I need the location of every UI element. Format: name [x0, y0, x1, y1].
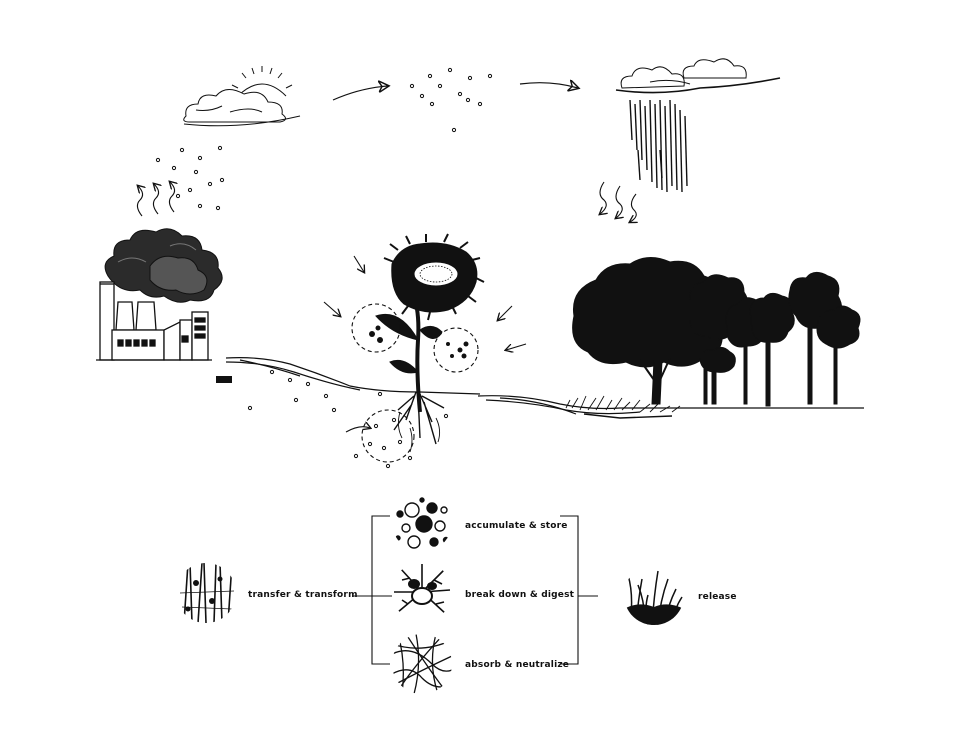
break-down-digest-icon [392, 562, 452, 622]
cell-zoom-circle [352, 304, 478, 462]
particles-icon [368, 418, 401, 449]
cloud-icon [616, 59, 780, 93]
trees-icon [573, 257, 860, 406]
cloud-icon [184, 89, 300, 125]
ground-line [478, 396, 864, 414]
arrow-icon [333, 86, 388, 100]
label-accumulate-store: accumulate & store [465, 521, 568, 531]
absorb-neutralize-icon [392, 634, 452, 694]
ground-line [226, 358, 480, 394]
arrow-icon [520, 83, 578, 88]
particles-icon [410, 68, 491, 131]
smoke-icon [105, 229, 222, 302]
pipe-icon [216, 376, 232, 383]
release-icon [624, 565, 684, 625]
label-transfer-transform: transfer & transform [248, 590, 358, 600]
arrow-icon [600, 182, 636, 222]
arrow-icon [137, 182, 174, 216]
particles-icon [156, 146, 223, 209]
transfer-transform-icon [176, 563, 236, 623]
sun-icon [232, 66, 292, 96]
accumulate-store-icon [392, 492, 452, 552]
label-release: release [698, 592, 737, 602]
rain-icon [630, 100, 687, 192]
label-break-down-digest: break down & digest [465, 590, 574, 600]
label-absorb-neutralize: absorb & neutralize [465, 660, 569, 670]
